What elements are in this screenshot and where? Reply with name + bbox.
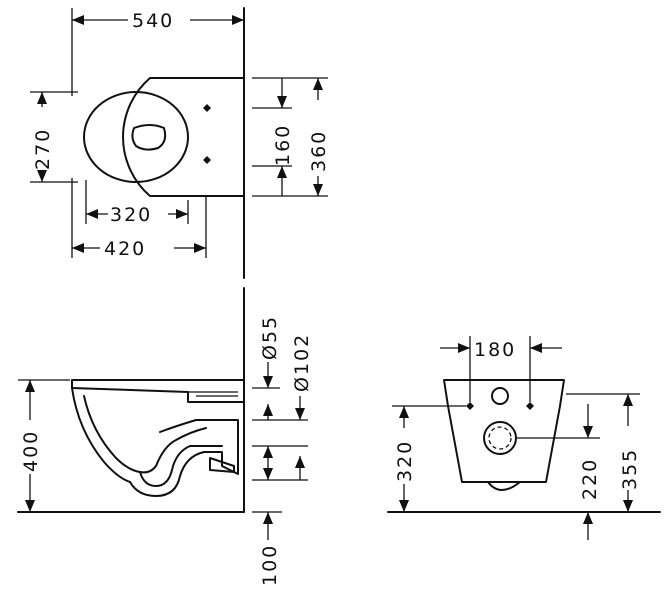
top-view: 540 270 160 360 320 bbox=[30, 7, 330, 279]
dim-540: 540 bbox=[132, 10, 174, 32]
arrowhead bbox=[263, 404, 273, 416]
dim-160: 160 bbox=[272, 124, 294, 166]
outlet-hole-inner bbox=[488, 426, 512, 450]
arrowhead bbox=[583, 426, 593, 438]
dim-180: 180 bbox=[474, 339, 516, 361]
bowl-side-inner bbox=[83, 395, 207, 474]
trap bbox=[139, 445, 223, 487]
arrowhead bbox=[277, 166, 287, 178]
arrowhead bbox=[72, 243, 84, 253]
arrowhead bbox=[399, 406, 409, 418]
dim-360: 360 bbox=[308, 130, 330, 172]
dim-diameter-55: Ø55 bbox=[259, 315, 281, 360]
side-view: 400 Ø55 Ø102 100 bbox=[17, 287, 313, 586]
dim-320-rear: 320 bbox=[394, 440, 416, 482]
arrowhead bbox=[86, 209, 98, 219]
arrowhead bbox=[25, 500, 35, 512]
arrowhead bbox=[25, 380, 35, 392]
seat-top bbox=[71, 379, 245, 403]
outlet-spigot bbox=[209, 457, 235, 473]
bowl-inner bbox=[83, 91, 189, 183]
rear-view: 180 320 220 355 bbox=[387, 336, 661, 540]
rear-outline bbox=[443, 379, 565, 483]
arrowhead bbox=[72, 15, 84, 25]
bowl-outline bbox=[122, 77, 245, 197]
fixing-hole-left bbox=[466, 402, 474, 410]
arrowhead bbox=[176, 209, 188, 219]
dim-diameter-102: Ø102 bbox=[291, 333, 313, 392]
fixing-hole-bottom bbox=[203, 156, 211, 164]
arrowhead bbox=[263, 512, 273, 524]
dim-100: 100 bbox=[259, 544, 281, 586]
dim-270: 270 bbox=[32, 128, 54, 170]
dim-420: 420 bbox=[104, 238, 146, 260]
arrowhead bbox=[232, 15, 244, 25]
arrowhead bbox=[623, 500, 633, 512]
arrowhead bbox=[530, 343, 542, 353]
arrowhead bbox=[277, 96, 287, 108]
fixing-hole-right bbox=[526, 402, 534, 410]
arrowhead bbox=[295, 456, 305, 468]
arrowhead bbox=[295, 408, 305, 420]
arrowhead bbox=[458, 343, 470, 353]
dim-400: 400 bbox=[20, 430, 42, 472]
arrowhead bbox=[263, 468, 273, 480]
arrowhead bbox=[37, 170, 47, 182]
arrowhead bbox=[313, 184, 323, 196]
arrowhead bbox=[399, 500, 409, 512]
dim-320-top: 320 bbox=[110, 204, 152, 226]
arrowhead bbox=[583, 512, 593, 524]
arrowhead bbox=[263, 376, 273, 388]
arrowhead bbox=[37, 92, 47, 104]
fixing-hole-top bbox=[203, 104, 211, 112]
rear-outlet bbox=[487, 481, 521, 491]
arrowhead bbox=[194, 243, 206, 253]
bowl-side-outline bbox=[71, 387, 239, 497]
inlet-hole bbox=[491, 387, 509, 405]
dim-355: 355 bbox=[619, 448, 641, 490]
arrowhead bbox=[313, 78, 323, 90]
arrowhead bbox=[623, 394, 633, 406]
arrowhead bbox=[263, 446, 273, 458]
drain-hole bbox=[131, 124, 167, 151]
inlet-pipe bbox=[188, 391, 238, 403]
dim-220: 220 bbox=[579, 458, 601, 500]
